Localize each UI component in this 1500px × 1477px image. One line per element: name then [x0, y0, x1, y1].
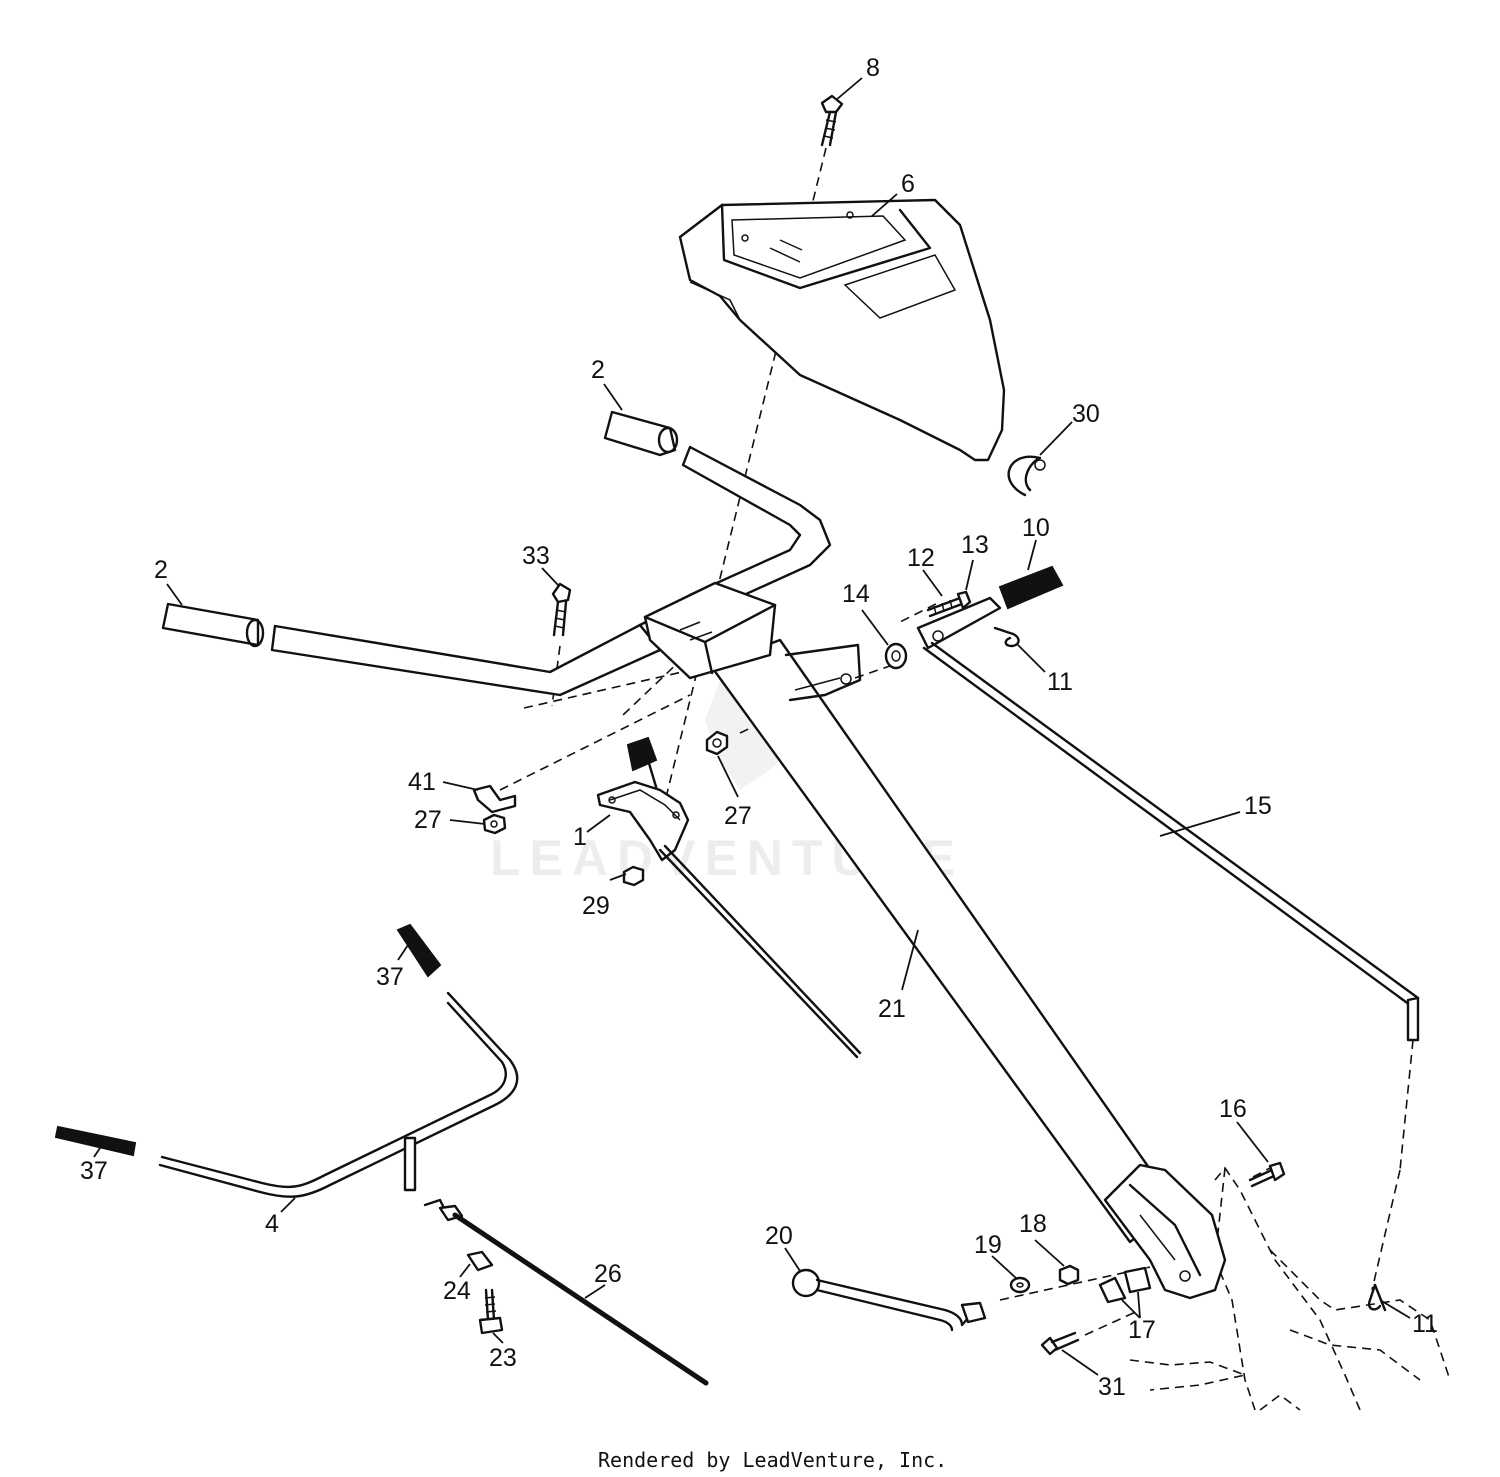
callout-8: 8 — [866, 54, 880, 82]
callout-23: 23 — [489, 1344, 517, 1372]
leader-lines — [93, 77, 1411, 1376]
callout-10: 10 — [1022, 514, 1050, 542]
callout-4: 4 — [265, 1210, 279, 1238]
callout-27-left: 27 — [414, 806, 442, 834]
callout-27-right: 27 — [724, 802, 752, 830]
callout-26: 26 — [594, 1260, 622, 1288]
gear-lever-20 — [791, 1268, 987, 1332]
callout-21: 21 — [878, 995, 906, 1023]
handle-tube — [709, 638, 1227, 1300]
callout-24: 24 — [443, 1277, 471, 1305]
callout-17: 17 — [1128, 1316, 1156, 1344]
nut-27-right — [705, 730, 729, 756]
shift-rod — [916, 596, 1420, 1042]
callouts: 8 6 2 30 2 33 12 13 10 14 11 41 27 27 1 … — [80, 54, 1438, 1401]
tiller-body-outline — [1129, 1166, 1451, 1411]
callout-37-upper: 37 — [376, 963, 404, 991]
callout-20: 20 — [765, 1222, 793, 1250]
control-bracket — [596, 736, 862, 1059]
callout-12: 12 — [907, 544, 935, 572]
cable-26 — [423, 1198, 709, 1386]
callout-14: 14 — [842, 580, 870, 608]
screw-8 — [820, 94, 844, 147]
clip-41 — [472, 784, 517, 814]
callout-11-lower: 11 — [1412, 1310, 1438, 1338]
callout-18: 18 — [1019, 1210, 1047, 1238]
callout-1: 1 — [573, 823, 587, 851]
grip-37-upper — [396, 923, 442, 978]
bolt-31 — [1040, 1331, 1080, 1356]
console-cover — [678, 198, 1006, 462]
nut-27-left — [482, 813, 507, 835]
callout-16: 16 — [1219, 1095, 1247, 1123]
footer-credit: Rendered by LeadVenture, Inc. — [598, 1448, 947, 1472]
callout-15: 15 — [1244, 792, 1272, 820]
handle-bracket — [643, 581, 777, 680]
callout-30: 30 — [1072, 400, 1100, 428]
callout-2-left: 2 — [154, 556, 168, 584]
grip-10 — [998, 565, 1064, 610]
pin-11-lower — [1367, 1283, 1387, 1312]
spacer-14 — [884, 642, 908, 670]
clip-30 — [1007, 455, 1046, 497]
pads-17 — [1098, 1266, 1152, 1304]
nut-29 — [622, 865, 645, 887]
clip-24 — [466, 1250, 494, 1272]
grip-2-left — [161, 602, 265, 648]
bolt-12 — [926, 590, 972, 618]
pin-11-upper — [993, 626, 1020, 648]
callout-41: 41 — [408, 768, 436, 796]
grip-37-lower — [54, 1125, 137, 1157]
bolt-33 — [551, 582, 572, 637]
callout-13: 13 — [961, 531, 989, 559]
screw-23 — [478, 1288, 504, 1335]
callout-33: 33 — [522, 542, 550, 570]
callout-6: 6 — [901, 170, 915, 198]
callout-2-upper: 2 — [591, 356, 605, 384]
bail-4 — [158, 991, 519, 1198]
callout-19: 19 — [974, 1231, 1002, 1259]
bolt-16 — [1248, 1161, 1286, 1188]
callout-29: 29 — [582, 892, 610, 920]
washer-19 — [1009, 1276, 1031, 1294]
callout-31: 31 — [1098, 1373, 1126, 1401]
callout-37-lower: 37 — [80, 1157, 108, 1185]
grip-2-upper — [603, 410, 679, 457]
callout-11-upper: 11 — [1047, 668, 1073, 696]
nut-18 — [1058, 1264, 1080, 1286]
